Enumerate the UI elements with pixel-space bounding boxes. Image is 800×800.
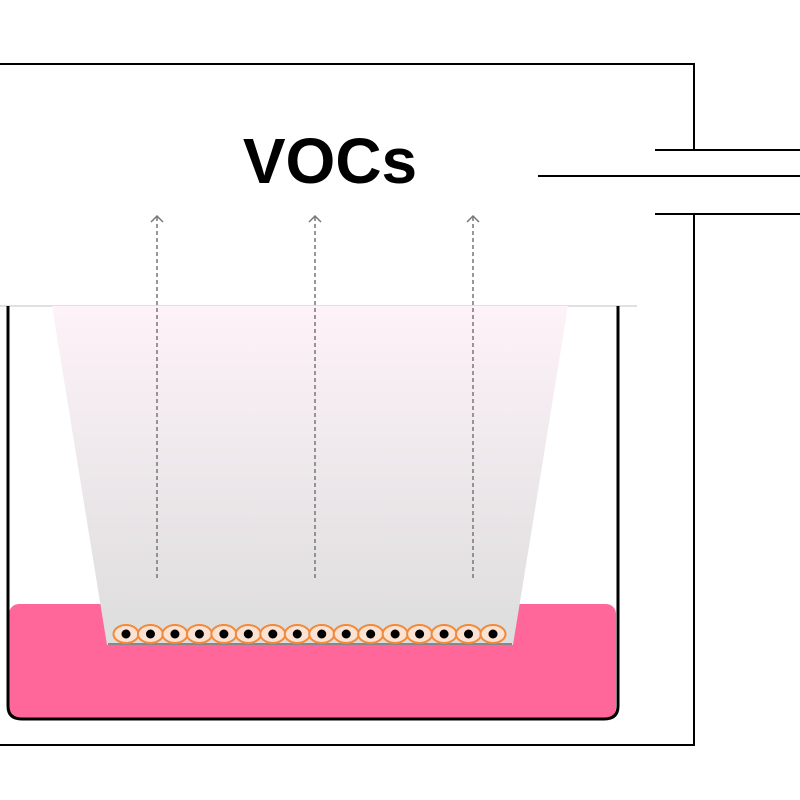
chamber-outline <box>0 63 695 746</box>
voc-label: VOCs <box>243 125 417 197</box>
transwell-insert <box>52 306 568 645</box>
cell <box>112 624 140 644</box>
cell <box>161 624 189 644</box>
cell <box>283 624 311 644</box>
well-outline <box>6 306 620 721</box>
cell <box>455 624 483 644</box>
cell <box>308 624 336 644</box>
cell <box>430 624 458 644</box>
cell <box>136 624 164 644</box>
cell <box>185 624 213 644</box>
voc-arrows <box>150 214 480 578</box>
tube-gap-mask <box>688 151 700 213</box>
cell <box>406 624 434 644</box>
cell <box>381 624 409 644</box>
cell <box>234 624 262 644</box>
cell <box>259 624 287 644</box>
cell <box>210 624 238 644</box>
cell <box>479 624 507 644</box>
cell-layer <box>112 624 507 644</box>
cell <box>332 624 360 644</box>
cell <box>357 624 385 644</box>
